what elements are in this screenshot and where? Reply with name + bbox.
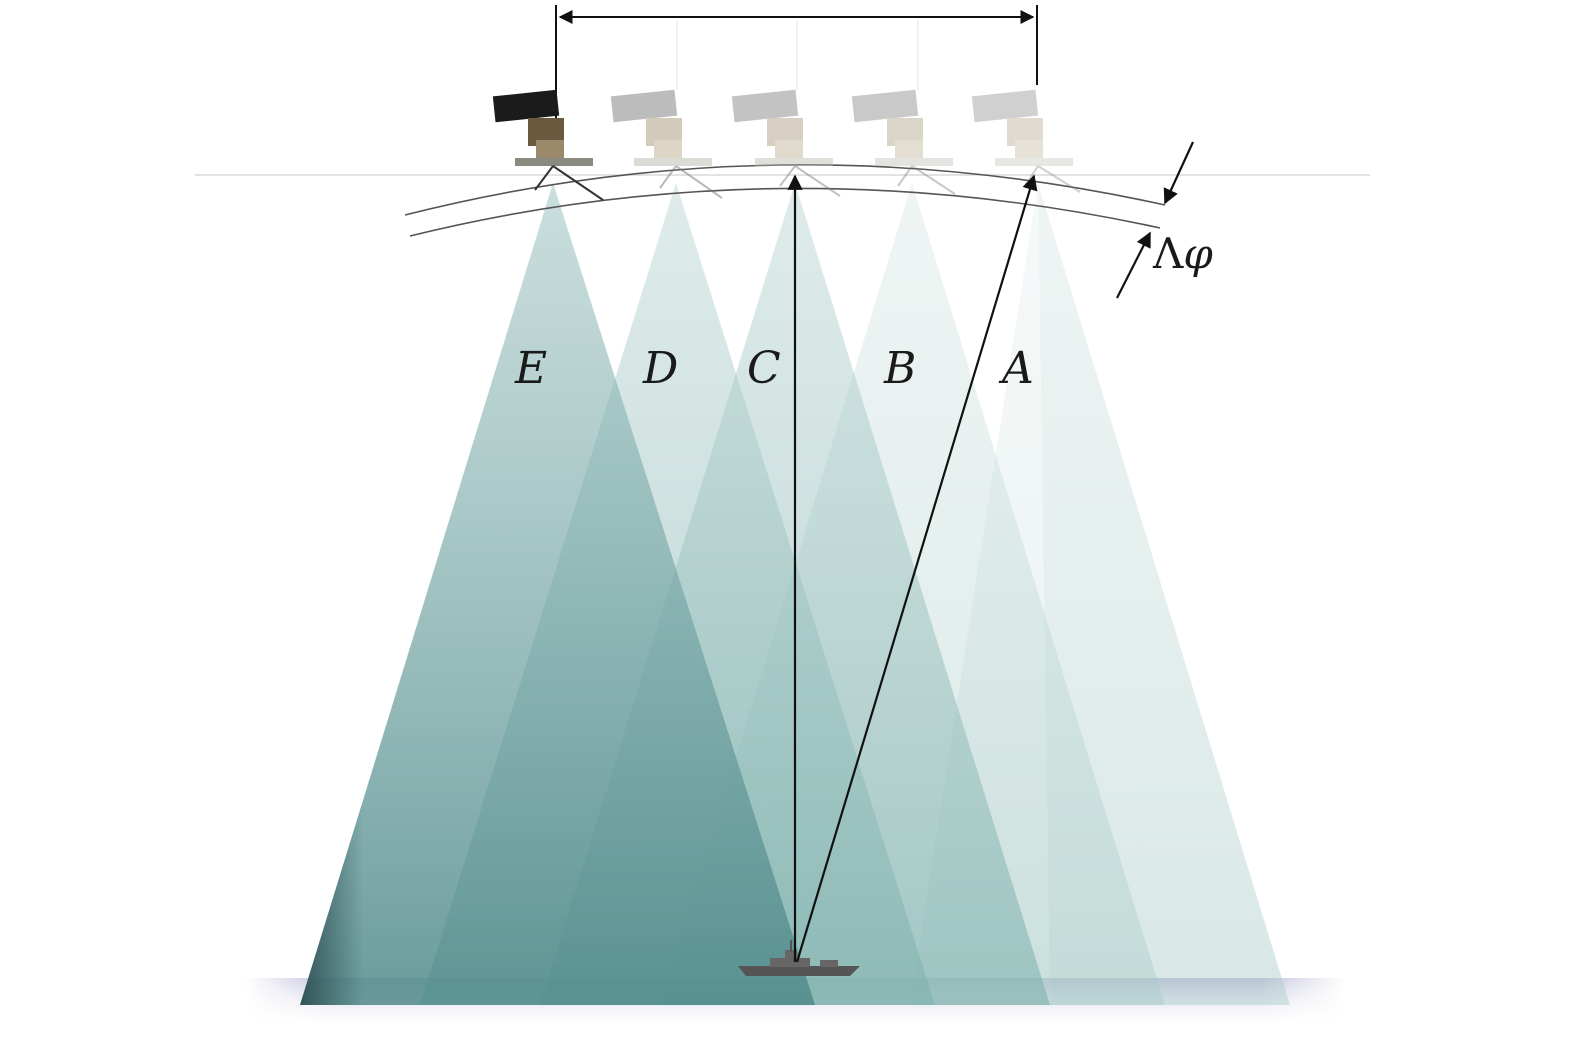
- ship-icon: [738, 940, 860, 976]
- satellite-icon-B: [851, 89, 956, 195]
- beam-label-D: D: [642, 343, 678, 394]
- beam-E: [300, 183, 815, 1005]
- phase-label: Λφ: [1152, 229, 1213, 278]
- phase-label-phi: φ: [1183, 229, 1213, 278]
- beam-label-C: C: [747, 343, 781, 394]
- sight-line-A: [795, 174, 1038, 963]
- beam-label-E: E: [514, 343, 547, 394]
- satellite-icon-E: [492, 89, 604, 201]
- phase-label-greek: Λ: [1152, 229, 1184, 278]
- satellite-icon-A: [971, 89, 1081, 193]
- beam-label-B: B: [883, 343, 916, 394]
- orbit-arc-outer: [404, 164, 1166, 216]
- beam-label-A: A: [998, 343, 1034, 394]
- satellite-icon-D: [610, 89, 723, 199]
- satellite-icon-C: [731, 89, 841, 197]
- phase-arrows: [1116, 141, 1194, 299]
- orbit-arc-inner: [409, 187, 1161, 237]
